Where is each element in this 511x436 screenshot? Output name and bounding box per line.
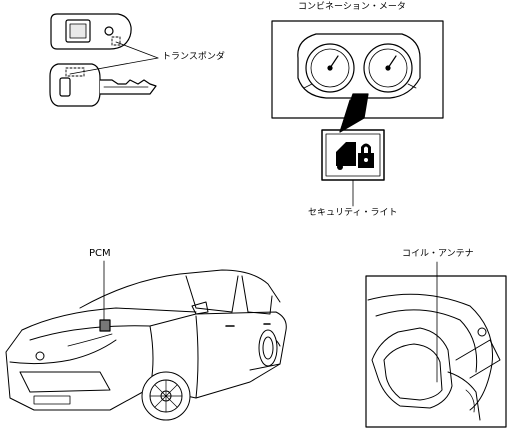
meter-callout-connector (339, 93, 369, 133)
car-illustration (5, 269, 287, 421)
steering-column-illustration (367, 293, 501, 421)
transponder-leader-line (69, 41, 159, 75)
security-car-lock-icon (336, 142, 374, 170)
transponder-label: トランスポンダ (162, 52, 225, 62)
key-fob-illustration (50, 13, 132, 50)
coil-antenna-label: コイル・アンテナ (402, 249, 474, 259)
key-illustration (49, 63, 157, 107)
pcm-label: PCM (89, 248, 111, 259)
combination-meter-illustration (297, 33, 421, 99)
security-light-label: セキュリティ・ライト (308, 208, 398, 218)
pcm-module (99, 319, 111, 332)
combination-meter-label: コンビネーション・メータ (298, 2, 406, 12)
coil-antenna-frame (365, 275, 507, 428)
